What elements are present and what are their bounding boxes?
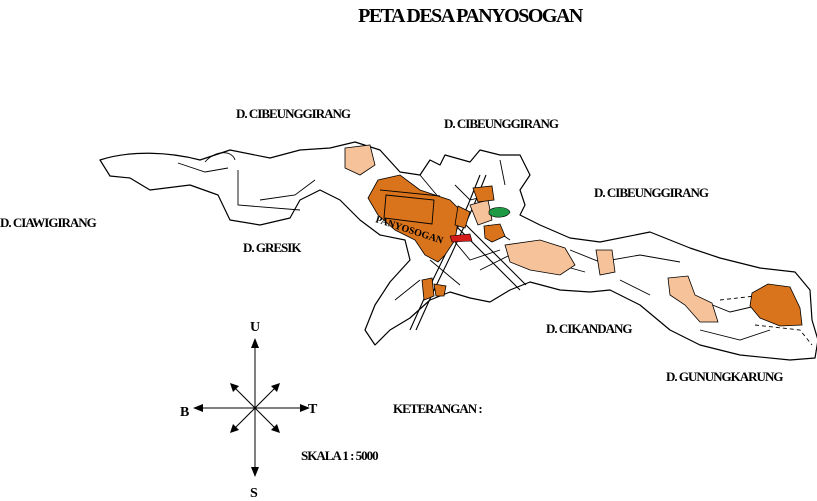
village-boundary — [99, 141, 817, 361]
scale-label: SKALA 1 : 5000 — [301, 448, 378, 463]
neighbor-label-chibeunggirang-east: D. CIBEUNGGIRANG — [594, 185, 709, 200]
compass-north-label: U — [250, 320, 260, 335]
settlement-area — [433, 283, 447, 297]
green-area — [488, 207, 511, 218]
neighbor-label-chibeunggirang-north: D. CIBEUNGGIRANG — [444, 116, 559, 131]
field-area — [344, 144, 376, 176]
compass-west-label: B — [180, 405, 189, 420]
field-area — [504, 239, 576, 276]
field-area — [595, 249, 616, 276]
red-area — [449, 233, 473, 243]
settlement-area — [421, 277, 435, 301]
settlement-area-main — [367, 174, 461, 263]
neighbor-label-gunungkarung: D. GUNUNGKARUNG — [666, 369, 783, 384]
legend-title: KETERANGAN : — [393, 401, 482, 416]
parcel-lines-west — [177, 152, 316, 211]
settlement-area — [749, 283, 803, 327]
field-area — [667, 275, 719, 323]
map-title: PETA DESA PANYOSOGAN — [358, 5, 584, 27]
settlement-grid — [379, 189, 441, 225]
settlement-area — [472, 185, 495, 203]
neighbor-label-cikandang: D. CIKANDANG — [546, 321, 632, 336]
neighbor-label-ciawigirang: D. CIAWIGIRANG — [0, 215, 97, 230]
settlement-area — [454, 205, 471, 229]
parcel-lines-east — [559, 249, 771, 341]
compass-south-label: S — [250, 486, 258, 501]
neighbor-label-gresik: D. GRESIK — [243, 240, 302, 255]
neighbor-label-chibeunggirang-west: D. CIBEUNGGIRANG — [236, 106, 351, 121]
settlement-area — [483, 223, 506, 243]
compass-rose — [193, 338, 310, 477]
compass-east-label: T — [308, 402, 318, 417]
